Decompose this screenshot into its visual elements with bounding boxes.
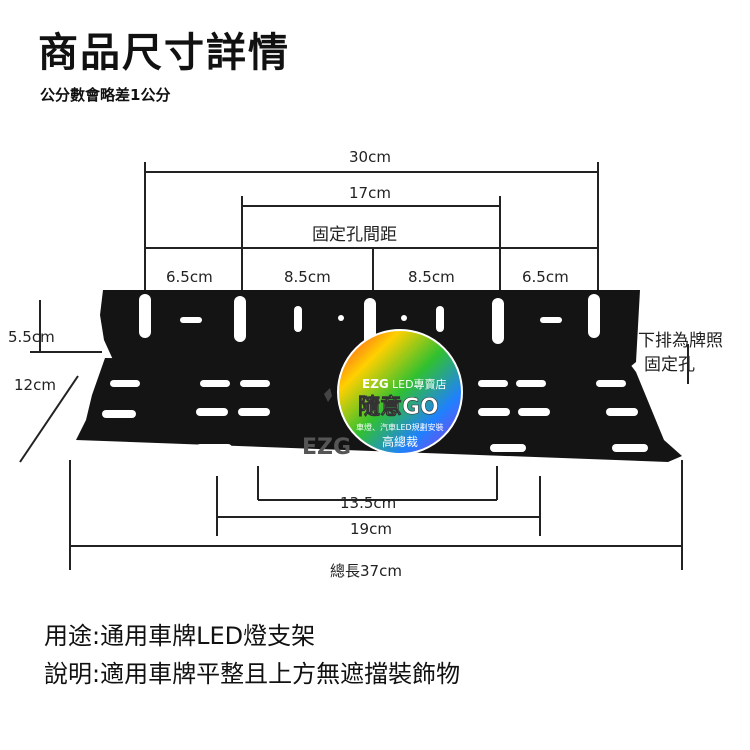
slot-hole (196, 444, 232, 452)
slot-hole (518, 408, 550, 416)
slot-hole (588, 294, 600, 338)
label-segment-mid-right: 8.5cm (408, 268, 455, 286)
label-back-height: 5.5cm (8, 328, 55, 346)
slot-hole (596, 380, 626, 387)
slot-hole (240, 380, 270, 387)
callout-line2: 固定孔 (644, 355, 695, 375)
page-title: 商品尺寸詳情 (38, 30, 290, 76)
logo-brand: EZG (362, 377, 389, 391)
slot-hole (110, 380, 140, 387)
page-subtitle: 公分數會略差1公分 (40, 86, 171, 104)
slot-hole (294, 306, 302, 332)
slot-hole (102, 410, 136, 418)
bottom-plate-holes (98, 380, 648, 452)
horizontal-slot (180, 317, 202, 323)
label-segment-mid-left: 8.5cm (284, 268, 331, 286)
label-hole-spacing: 17cm (349, 184, 391, 202)
horizontal-slot (540, 317, 562, 323)
slot-hole (492, 298, 504, 344)
label-depth: 12cm (14, 376, 56, 394)
logo: EZG LED專賣店 隨意GO 車燈、汽車LED規劃安裝 高總裁 (356, 377, 447, 449)
slot-hole (490, 444, 526, 452)
logo-name: 隨意GO (358, 394, 439, 420)
round-hole (401, 315, 407, 321)
label-bottom-outer: 19cm (350, 520, 392, 538)
slot-hole (478, 380, 508, 387)
logo-tag: LED專賣店 (392, 377, 447, 391)
logo-badge (337, 329, 463, 455)
bolt-icon (324, 388, 332, 402)
usage-text: 用途:通用車牌LED燈支架 (44, 622, 316, 650)
dim-line-depth (19, 375, 79, 463)
slot-hole (612, 444, 648, 452)
slot-hole (196, 408, 228, 416)
slot-hole (200, 380, 230, 387)
label-bottom-inner: 13.5cm (340, 494, 397, 512)
label-total-width: 30cm (349, 148, 391, 166)
dimension-lines (19, 162, 689, 570)
callout-line1: 下排為牌照 (638, 331, 723, 351)
slot-hole (478, 408, 510, 416)
watermark-text: EZG (302, 435, 351, 460)
label-segment-right: 6.5cm (522, 268, 569, 286)
slot-hole (98, 444, 134, 452)
round-hole (338, 315, 344, 321)
logo-small-text: 車燈、汽車LED規劃安裝 (356, 422, 444, 432)
slot-hole (238, 408, 270, 416)
slot-hole (139, 294, 151, 338)
slot-hole (234, 296, 246, 342)
label-total-length: 總長37cm (330, 562, 402, 580)
slot-hole (516, 380, 546, 387)
description-text: 說明:適用車牌平整且上方無遮擋裝飾物 (44, 660, 461, 688)
back-plate-holes (139, 294, 600, 346)
label-hole-spacing-title: 固定孔間距 (312, 225, 397, 245)
logo-store-name: 高總裁 (382, 434, 418, 449)
slot-hole (436, 306, 444, 332)
slot-hole (364, 298, 376, 346)
label-segment-left: 6.5cm (166, 268, 213, 286)
slot-hole (606, 408, 638, 416)
